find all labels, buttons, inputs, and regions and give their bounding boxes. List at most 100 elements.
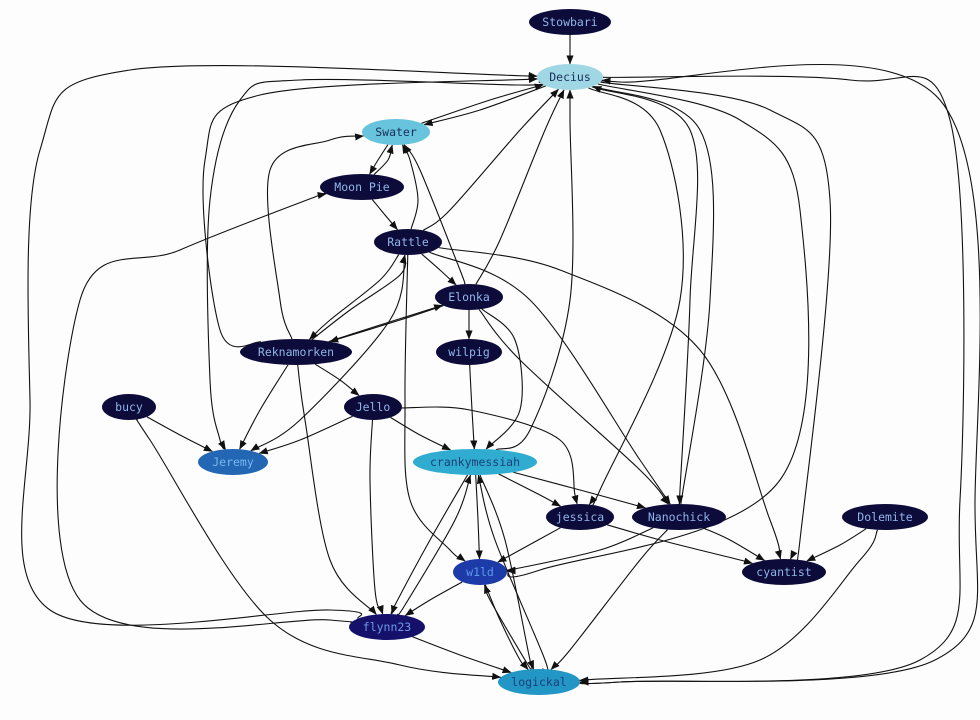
node-jello-label: Jello [356,400,391,414]
edge-decius-to-nanochick [591,86,699,510]
edge-flynn23-to-crankymessiah [396,474,472,616]
edge-crankymessiah-to-jessica [498,473,561,507]
node-wild[interactable]: w1ld [453,559,507,585]
edge-reknamorken-to-decius [202,75,538,348]
node-decius-label: Decius [549,70,591,84]
node-reknamorken-ellipse[interactable] [240,339,352,365]
edge-reknamorken-to-elonka [328,304,444,342]
node-logickal[interactable]: logickal [498,669,580,695]
edge-reknamorken-to-jeremy [239,364,289,450]
node-dolemite-label: Dolemite [857,510,912,524]
edge-jessica-to-cyantist [607,524,753,565]
edge-jello-to-jessica [401,406,579,505]
node-decius[interactable]: Decius [537,64,603,90]
edge-crankymessiah-to-nanochick [513,471,646,510]
edge-rattle-to-cyantist [438,247,782,560]
edge-layer [21,35,980,686]
node-bucy-label: bucy [115,400,143,414]
edge-crankymessiah-to-decius [495,89,574,451]
node-stowbari-ellipse[interactable] [529,9,611,35]
node-jessica-ellipse[interactable] [546,504,614,530]
node-logickal-ellipse[interactable] [498,669,580,695]
node-bucy-ellipse[interactable] [102,394,156,420]
edge-wild-to-flynn23 [404,581,463,617]
node-swater-ellipse[interactable] [362,119,430,145]
node-wilpig[interactable]: wilpig [436,339,502,365]
node-jeremy-label: Jeremy [212,455,254,469]
edge-reknamorken-to-jello [314,363,360,397]
node-jello[interactable]: Jello [344,394,402,420]
edge-rattle-to-nanochick [429,251,671,505]
edge-rattle-to-swater [401,144,419,230]
node-elonka[interactable]: Elonka [435,284,503,310]
node-stowbari[interactable]: Stowbari [529,9,611,35]
node-bucy[interactable]: bucy [102,394,156,420]
edge-decius-to-wild [506,83,810,578]
node-wild-ellipse[interactable] [453,559,507,585]
node-nanochick[interactable]: Nanochick [632,504,726,530]
edge-rattle-to-decius [422,88,559,231]
node-wild-label: w1ld [466,565,494,579]
node-reknamorken-label: Reknamorken [258,345,334,359]
edge-wild-to-logickal [484,584,529,670]
node-nanochick-label: Nanochick [648,510,710,524]
edge-jello-to-crankymessiah [390,416,452,451]
edge-rattle-to-elonka [421,253,457,286]
node-flynn23[interactable]: flynn23 [349,614,425,640]
node-dolemite-ellipse[interactable] [842,504,928,530]
edge-nanochick-to-decius [592,85,715,505]
node-wilpig-ellipse[interactable] [436,339,502,365]
node-nanochick-ellipse[interactable] [632,504,726,530]
edge-rattle-to-wild [404,254,466,562]
node-flynn23-label: flynn23 [363,620,412,634]
edge-decius-to-logickal [579,75,965,686]
edge-wilpig-to-crankymessiah [469,364,478,450]
edge-dolemite-to-logickal [569,529,879,684]
edge-nanochick-to-logickal [550,529,668,670]
edge-reknamorken-to-flynn23 [297,364,377,615]
node-stowbari-label: Stowbari [542,15,597,29]
edge-logickal-to-decius [579,64,980,685]
edge-elonka-to-swater [403,144,466,285]
node-swater[interactable]: Swater [362,119,430,145]
edge-rattle-to-reknamorken [309,254,400,340]
edge-bucy-to-logickal [135,417,502,680]
edge-rattle-to-jeremy [250,254,406,452]
node-reknamorken[interactable]: Reknamorken [240,339,352,365]
node-rattle-ellipse[interactable] [374,229,442,255]
node-dolemite[interactable]: Dolemite [842,504,928,530]
node-jessica[interactable]: jessica [546,504,614,530]
edge-crankymessiah-to-wild [475,474,483,560]
edge-bucy-to-jeremy [146,416,213,452]
edge-jello-to-jeremy [258,415,353,455]
edge-reknamorken-to-swater [266,133,365,340]
edge-logickal-to-wild [484,584,532,670]
node-crankymessiah-ellipse[interactable] [413,449,537,475]
node-jello-ellipse[interactable] [344,394,402,420]
node-elonka-ellipse[interactable] [435,284,503,310]
node-crankymessiah[interactable]: crankymessiah [413,449,537,475]
edge-flynn23-to-logickal [412,636,512,674]
node-decius-ellipse[interactable] [537,64,603,90]
node-moonpie[interactable]: Moon Pie [320,174,404,200]
node-flynn23-ellipse[interactable] [349,614,425,640]
node-crankymessiah-label: crankymessiah [430,455,520,469]
edge-moonpie-to-rattle [371,199,398,230]
edge-dolemite-to-cyantist [806,528,867,562]
edge-elonka-to-crankymessiah [481,308,523,450]
node-rattle[interactable]: Rattle [374,229,442,255]
edge-elonka-to-decius [475,89,565,285]
edge-jello-to-flynn23 [369,419,384,615]
node-cyantist-ellipse[interactable] [742,559,826,585]
node-jeremy-ellipse[interactable] [198,449,268,475]
node-moonpie-label: Moon Pie [334,180,389,194]
node-jessica-label: jessica [556,510,604,524]
node-jeremy[interactable]: Jeremy [198,449,268,475]
edge-moonpie-to-swater [373,144,394,175]
node-moonpie-ellipse[interactable] [320,174,404,200]
edge-decius-to-swater [423,85,547,126]
node-cyantist-label: cyantist [756,565,811,579]
node-cyantist[interactable]: cyantist [742,559,826,585]
node-logickal-label: logickal [511,675,566,689]
